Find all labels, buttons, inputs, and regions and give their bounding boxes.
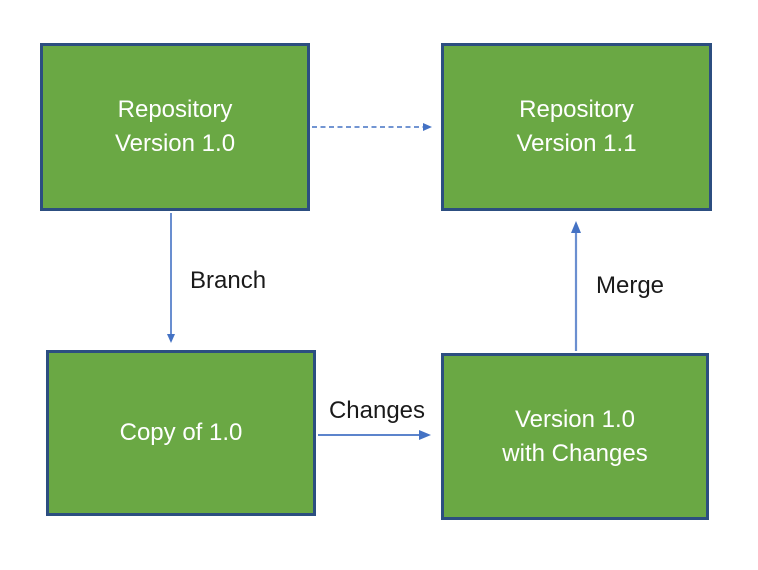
node-version-1-0-with-changes-label: Version 1.0 with Changes	[502, 405, 648, 467]
node-repository-v1-1: Repository Version 1.1	[441, 43, 712, 211]
node-copy-of-1-0: Copy of 1.0	[46, 350, 316, 516]
node-repository-v1-1-label: Repository Version 1.1	[516, 96, 637, 157]
edge-label-changes: Changes	[328, 397, 426, 424]
node-version-1-0-with-changes: Version 1.0 with Changes	[441, 353, 709, 520]
edge-label-branch: Branch	[190, 267, 267, 294]
node-copy-of-1-0-label: Copy of 1.0	[119, 419, 243, 446]
node-repository-v1-0-label: Repository Version 1.0	[114, 96, 236, 157]
node-repository-v1-0: Repository Version 1.0	[40, 43, 310, 211]
edge-label-merge: Merge	[596, 272, 665, 299]
